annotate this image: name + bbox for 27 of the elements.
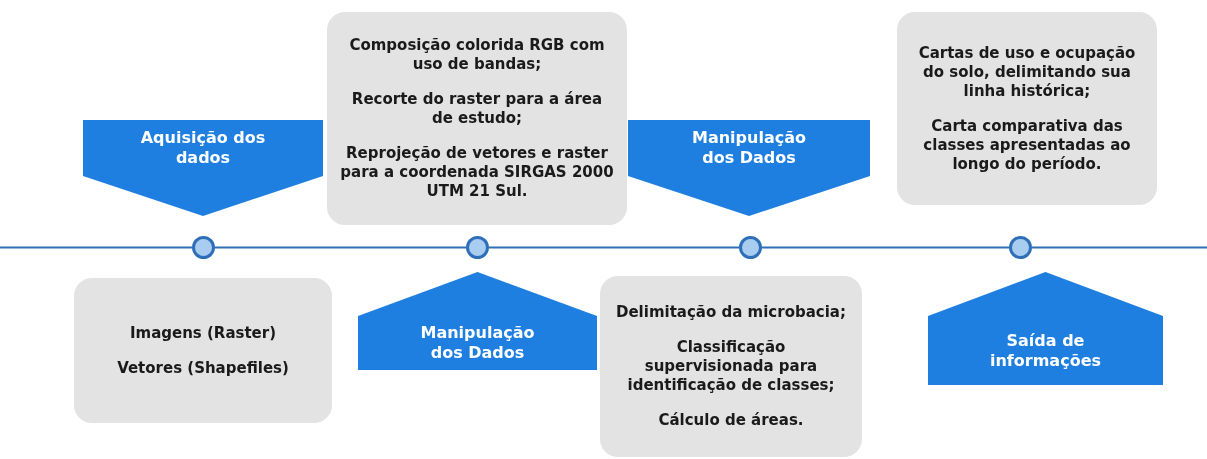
down-pointer-shape [628, 120, 870, 216]
timeline-line [214, 246, 467, 249]
info-text: Carta comparativa das classes apresentadas ao longo do período. [922, 116, 1132, 174]
timeline-line [761, 246, 1010, 249]
step-label: Manipulação dos Dados [419, 323, 536, 363]
step-label: Aquisição dos dados [139, 128, 267, 168]
step-label: Manipulação dos Dados [691, 128, 807, 168]
timeline-line [1031, 246, 1207, 249]
info-text: Cálculo de áreas. [658, 411, 804, 430]
timeline-line [0, 246, 193, 249]
timeline-line [488, 246, 740, 249]
info-box [600, 276, 862, 457]
info-box [897, 12, 1157, 205]
info-text: Reprojeção de vetores e raster para a coordenada SIRGAS 2000 UTM 21 Sul. [339, 144, 615, 201]
info-text: Imagens (Raster) [129, 323, 277, 343]
step-label: Saída de informações [988, 330, 1102, 371]
info-text: Recorte do raster para a área de estudo; [350, 90, 604, 128]
info-box [74, 278, 332, 423]
up-pointer-shape [358, 272, 597, 370]
info-text: Composição colorida RGB com uso de bandas; [348, 36, 606, 74]
info-text: Classificação supervisionada para identificação de classes; [626, 338, 836, 395]
info-text: Vetores (Shapefiles) [117, 358, 289, 378]
info-text: Cartas de uso e ocupação do solo, delimitando sua linha histórica; [917, 43, 1137, 101]
down-pointer-shape [83, 120, 323, 216]
info-text: Delimitação da microbacia; [616, 303, 846, 322]
info-box [327, 12, 627, 225]
up-pointer-shape [928, 272, 1163, 385]
